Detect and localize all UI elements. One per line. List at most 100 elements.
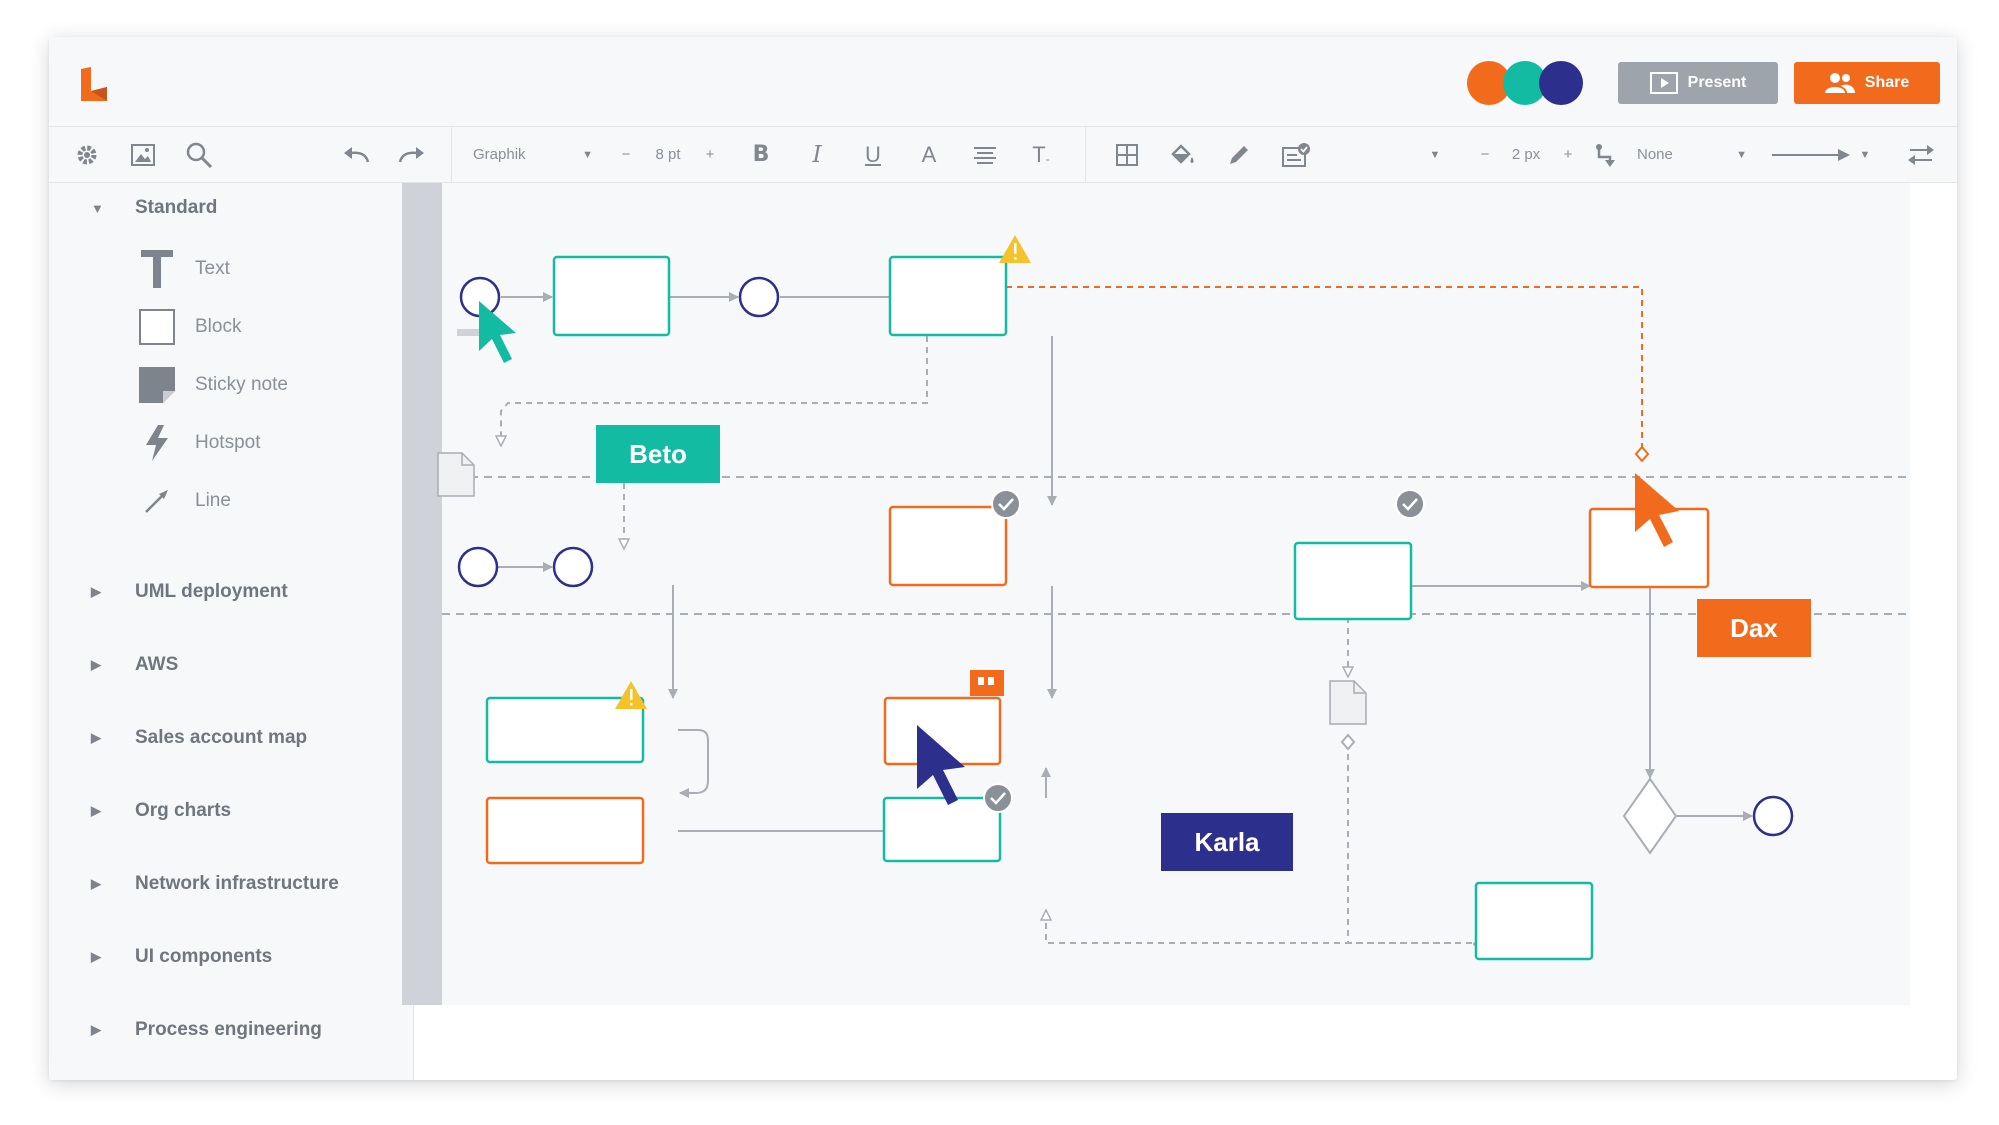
line-width-value: 2 px xyxy=(1511,146,1541,163)
dashed-connector[interactable] xyxy=(1046,911,1483,944)
process-box[interactable] xyxy=(888,255,1008,337)
line-width-decrease[interactable]: − xyxy=(1474,127,1496,182)
process-box[interactable] xyxy=(882,796,1002,863)
collaborator-name: Karla xyxy=(1194,826,1260,857)
chevron-right-icon: ▶ xyxy=(91,584,101,599)
text-options-button[interactable]: T- xyxy=(1025,127,1057,182)
process-box[interactable] xyxy=(485,796,645,865)
check-icon xyxy=(991,489,1021,519)
shape-label: Sticky note xyxy=(195,374,288,395)
shape-label: Text xyxy=(195,258,230,279)
process-box[interactable] xyxy=(1588,507,1710,589)
dashed-connector-orange[interactable] xyxy=(1006,286,1643,449)
share-button[interactable]: Share xyxy=(1794,62,1940,104)
shape-label: Line xyxy=(195,490,231,511)
decision-diamond[interactable] xyxy=(1622,777,1678,855)
line-style-select[interactable]: None ▼ xyxy=(1637,127,1747,182)
library-title: Process engineering xyxy=(135,1019,322,1040)
font-size-value: 8 pt xyxy=(655,146,681,163)
library-ui-components[interactable]: ▶ UI components xyxy=(91,946,272,968)
toolbar: Graphik ▼ − 8 pt + B I U A T- ▼ − 2 px + xyxy=(49,127,1957,183)
process-box[interactable] xyxy=(552,255,671,337)
chevron-right-icon: ▶ xyxy=(91,949,101,964)
chevron-down-icon: ▼ xyxy=(91,200,104,216)
drag-handle xyxy=(457,329,479,336)
library-process-engineering[interactable]: ▶ Process engineering xyxy=(91,1019,322,1041)
chevron-right-icon: ▶ xyxy=(91,1022,101,1037)
font-size-increase[interactable]: + xyxy=(699,127,721,182)
library-aws[interactable]: ▶ AWS xyxy=(91,654,178,676)
collaborator-avatars[interactable] xyxy=(1467,61,1587,105)
library-title: AWS xyxy=(135,654,179,675)
library-title: UI components xyxy=(135,946,273,967)
cursor-icon xyxy=(917,725,965,805)
font-color-button[interactable]: A xyxy=(913,127,945,182)
font-family-select[interactable]: Graphik ▼ xyxy=(473,127,593,182)
connector-icon[interactable] xyxy=(1593,127,1627,182)
search-icon[interactable] xyxy=(183,127,215,182)
event-circle[interactable] xyxy=(738,276,780,318)
dashed-connector[interactable] xyxy=(501,336,928,445)
library-sales-account-map[interactable]: ▶Sales account map xyxy=(91,727,307,749)
chevron-right-icon: ▶ xyxy=(91,657,101,672)
library-title: Network infrastructure xyxy=(135,873,339,894)
shape-line[interactable]: Line xyxy=(137,481,231,521)
shape-sticky-note[interactable]: Sticky note xyxy=(137,365,288,405)
library-title: Org charts xyxy=(135,800,232,821)
minus-icon: − xyxy=(621,146,631,163)
end-event[interactable] xyxy=(1752,795,1794,837)
users-icon xyxy=(1824,73,1855,93)
arrow-line-icon xyxy=(1771,148,1850,161)
start-event[interactable] xyxy=(457,546,499,588)
library-network-infrastructure[interactable]: ▶Network infrastructure xyxy=(91,873,339,895)
library-standard[interactable]: ▼ Standard xyxy=(91,197,217,219)
font-size-input[interactable]: 8 pt xyxy=(643,127,693,182)
chevron-down-icon[interactable]: ▼ xyxy=(1429,148,1441,161)
swap-icon[interactable] xyxy=(1905,127,1937,182)
chevron-right-icon: ▶ xyxy=(91,803,101,818)
document-icon[interactable] xyxy=(437,452,475,497)
italic-icon: I xyxy=(812,141,822,168)
fill-color-icon[interactable] xyxy=(1167,127,1199,182)
process-box[interactable] xyxy=(888,505,1008,587)
library-org-charts[interactable]: ▶ Org charts xyxy=(91,800,231,822)
event-circle[interactable] xyxy=(552,546,594,588)
present-button[interactable]: Present xyxy=(1618,62,1778,104)
process-box[interactable] xyxy=(1293,541,1413,621)
table-icon[interactable] xyxy=(1111,127,1143,182)
bold-button[interactable]: B xyxy=(745,127,777,182)
sticky-note-icon xyxy=(137,365,177,405)
shape-text[interactable]: Text xyxy=(137,249,230,289)
connector[interactable] xyxy=(678,729,709,798)
arrow-style-select[interactable]: ▼ xyxy=(1771,127,1871,182)
process-box[interactable] xyxy=(1474,881,1594,961)
pencil-icon[interactable] xyxy=(1223,127,1255,182)
hotspot-icon xyxy=(137,423,177,463)
underline-button[interactable]: U xyxy=(857,127,889,182)
avatar[interactable] xyxy=(1539,61,1583,105)
italic-button[interactable]: I xyxy=(801,127,833,182)
library-uml-deployment[interactable]: ▶UML deployment xyxy=(91,581,288,603)
align-button[interactable] xyxy=(969,127,1001,182)
line-width-increase[interactable]: + xyxy=(1557,127,1579,182)
font-color-icon: A xyxy=(921,141,937,167)
undo-icon[interactable] xyxy=(341,127,373,182)
font-size-decrease[interactable]: − xyxy=(615,127,637,182)
minus-icon: − xyxy=(1480,146,1490,163)
shape-block[interactable]: Block xyxy=(137,307,241,347)
shape-hotspot[interactable]: Hotspot xyxy=(137,423,260,463)
process-box[interactable] xyxy=(485,696,645,764)
play-icon xyxy=(1649,72,1678,94)
cursor-icon xyxy=(1635,473,1679,547)
redo-icon[interactable] xyxy=(395,127,427,182)
document-icon[interactable] xyxy=(1329,680,1367,725)
diagram-canvas[interactable] xyxy=(402,183,1910,1005)
bold-icon: B xyxy=(752,142,770,167)
line-width-input[interactable]: 2 px xyxy=(1504,127,1548,182)
settings-icon[interactable] xyxy=(71,127,103,182)
style-icon[interactable] xyxy=(1279,127,1313,182)
swimlane-header xyxy=(402,183,442,1005)
comment-icon[interactable] xyxy=(970,670,1004,696)
image-icon[interactable] xyxy=(127,127,159,182)
warning-icon xyxy=(615,681,647,709)
